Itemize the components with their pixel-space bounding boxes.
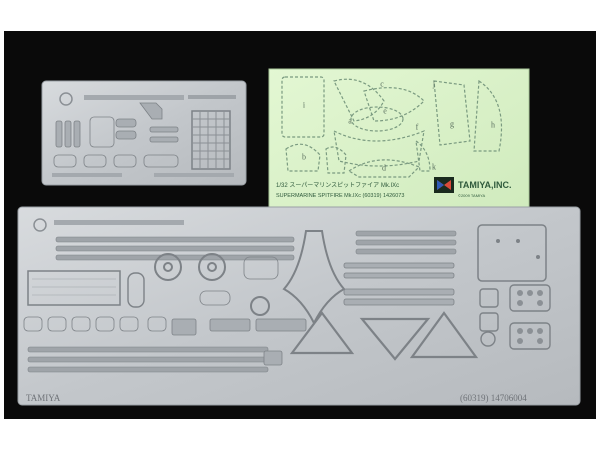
masking-sheet: a b c d e f g h i j k 1/32 スーパーマリンスピットファ… [268, 68, 530, 228]
mask-letter-a: a [348, 117, 352, 126]
mask-letter-h: h [491, 121, 495, 130]
mask-sheet-title-en: SUPERMARINE SPITFIRE Mk.IXc (60319) 1426… [276, 193, 404, 199]
mask-sheet-title-jp: 1/32 スーパーマリンスピットファイア Mk.IXc [276, 182, 399, 189]
fret-label-right: (60319) 14706004 [460, 393, 527, 403]
mask-letter-i: i [303, 101, 306, 110]
grille-part [191, 110, 231, 170]
mask-letter-c: c [380, 80, 384, 89]
mask-part-letters: a b c d e f g h i j k [302, 80, 495, 173]
mask-letter-e: e [383, 107, 387, 116]
product-photo: a b c d e f g h i j k 1/32 スーパーマリンスピットファ… [4, 31, 596, 419]
copyright-text: ©2009 TAMIYA [458, 193, 486, 198]
fret-label-left: TAMIYA [26, 393, 61, 403]
mask-letter-f: f [416, 123, 419, 132]
mask-letter-d: d [382, 164, 386, 173]
tamiya-logo: TAMIYA,INC. ©2009 TAMIYA [434, 177, 512, 198]
large-photo-etch-fret: TAMIYA (60319) 14706004 [17, 206, 581, 406]
small-photo-etch-fret [41, 80, 247, 186]
mask-letter-j: j [432, 80, 435, 89]
mask-letter-g: g [450, 120, 454, 129]
mask-letter-k: k [432, 163, 436, 172]
photo-canvas: a b c d e f g h i j k 1/32 スーパーマリンスピットファ… [17, 68, 581, 406]
mask-letter-b: b [302, 153, 306, 162]
brand-name: TAMIYA,INC. [458, 180, 512, 190]
